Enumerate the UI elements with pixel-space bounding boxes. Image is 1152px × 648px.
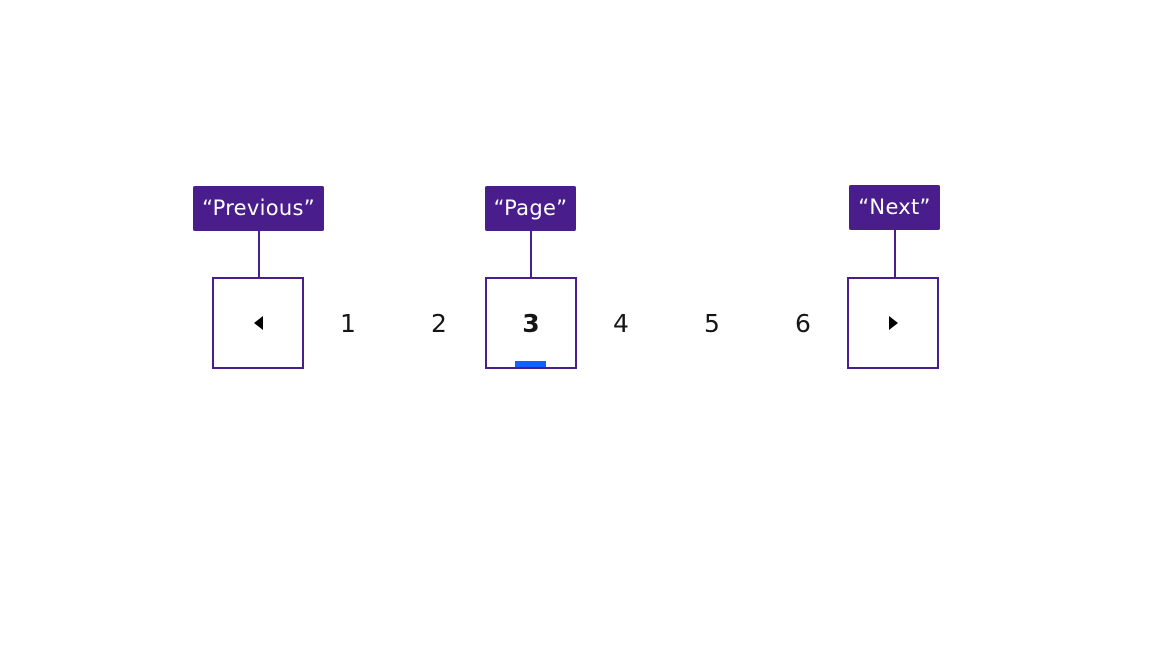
page-6[interactable]: 6 [795,309,811,338]
leader-line-previous [258,231,260,277]
next-button[interactable] [847,277,939,369]
callout-page: “Page” [485,186,576,231]
active-page-indicator [515,361,546,367]
previous-button[interactable] [212,277,304,369]
caret-left-icon [253,316,263,330]
callout-previous: “Previous” [193,186,324,231]
current-page-number: 3 [522,308,540,338]
page-4[interactable]: 4 [613,309,629,338]
page-1[interactable]: 1 [340,309,356,338]
page-2[interactable]: 2 [431,309,447,338]
callout-next: “Next” [849,185,940,230]
leader-line-page [530,231,532,277]
page-3-current[interactable]: 3 [485,277,577,369]
leader-line-next [894,230,896,277]
caret-right-icon [888,316,898,330]
page-5[interactable]: 5 [704,309,720,338]
